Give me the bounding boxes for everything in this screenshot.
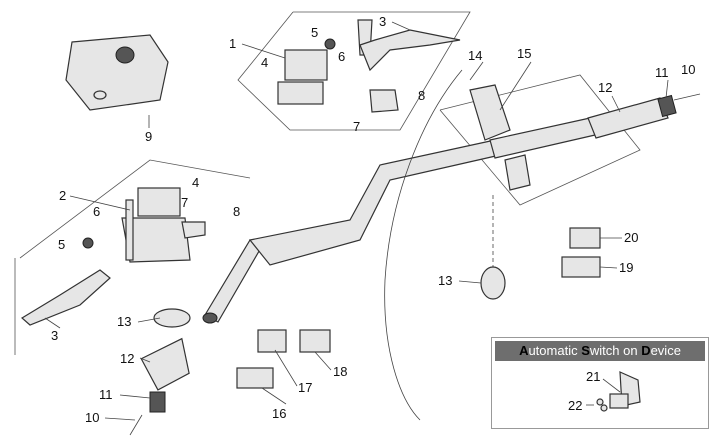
callout-12-bottom: 12	[120, 351, 134, 366]
callout-6-top: 6	[338, 49, 345, 64]
callout-22: 22	[568, 398, 582, 413]
callout-10-bottom: 10	[85, 410, 99, 425]
part-12-grip-left	[140, 337, 190, 391]
callout-11-bottom: 11	[99, 387, 113, 402]
callout-12-top: 12	[598, 80, 612, 95]
leader-lines	[44, 21, 669, 421]
part-13-washer-left	[153, 308, 191, 328]
callout-4-mid: 4	[192, 175, 199, 190]
callout-7-top: 7	[353, 119, 360, 134]
callout-2: 2	[59, 188, 66, 203]
callout-8-mid: 8	[233, 204, 240, 219]
title-text-d: evice	[650, 343, 681, 358]
callout-4-top: 4	[261, 55, 268, 70]
title-initial-s: S	[581, 343, 590, 358]
part-10-screw	[129, 414, 143, 436]
inset-title: Automatic Switch on Device	[495, 341, 705, 361]
part-22-clip	[596, 398, 608, 412]
title-text-s: witch on	[589, 343, 642, 358]
callout-14: 14	[468, 48, 482, 63]
group-outline-2	[19, 159, 251, 259]
callout-10-top: 10	[681, 62, 695, 77]
inset-parts: 21 22	[568, 369, 641, 413]
callout-9: 9	[145, 129, 152, 144]
automatic-switch-inset: Automatic Switch on Device 21 22	[491, 337, 709, 429]
part-13-washer-right	[480, 266, 506, 300]
part-19-switch	[561, 256, 601, 278]
callout-6-mid: 6	[93, 204, 100, 219]
group-outline-15	[439, 74, 641, 206]
part-1-master-cylinder	[277, 19, 461, 113]
switch-lower	[504, 154, 531, 191]
part-16-switch	[236, 367, 274, 389]
callout-21: 21	[586, 369, 600, 384]
part-11-bar-end	[149, 391, 166, 413]
part-14-cable	[384, 69, 463, 421]
title-text-a: utomatic	[528, 343, 582, 358]
part-17-switch	[257, 329, 287, 353]
part-20-switch	[569, 227, 601, 249]
callout-16: 16	[272, 406, 286, 421]
part-2-master-cylinder	[20, 187, 206, 326]
callout-17: 17	[298, 380, 312, 395]
callout-1: 1	[229, 36, 236, 51]
callout-13-right: 13	[438, 273, 452, 288]
callout-20: 20	[624, 230, 638, 245]
callout-18: 18	[333, 364, 347, 379]
switch-housing	[469, 84, 511, 141]
part-18-switch	[299, 329, 331, 353]
part-21-plug	[609, 393, 629, 409]
callout-7-mid: 7	[181, 195, 188, 210]
callout-11-top: 11	[655, 65, 669, 80]
callout-8-top: 8	[418, 88, 425, 103]
callout-13-left: 13	[117, 314, 131, 329]
grip-right	[587, 97, 669, 139]
callout-19: 19	[619, 260, 633, 275]
callout-5-top: 5	[311, 25, 318, 40]
callout-3-bottom: 3	[51, 328, 58, 343]
part-9-bracket	[65, 34, 169, 128]
title-initial-a: A	[519, 343, 529, 358]
group-outline-1	[237, 11, 471, 131]
handlebar	[202, 93, 701, 324]
callout-15: 15	[517, 46, 531, 61]
title-initial-d: D	[641, 343, 651, 358]
callout-3-top: 3	[379, 14, 386, 29]
callout-5-mid: 5	[58, 237, 65, 252]
